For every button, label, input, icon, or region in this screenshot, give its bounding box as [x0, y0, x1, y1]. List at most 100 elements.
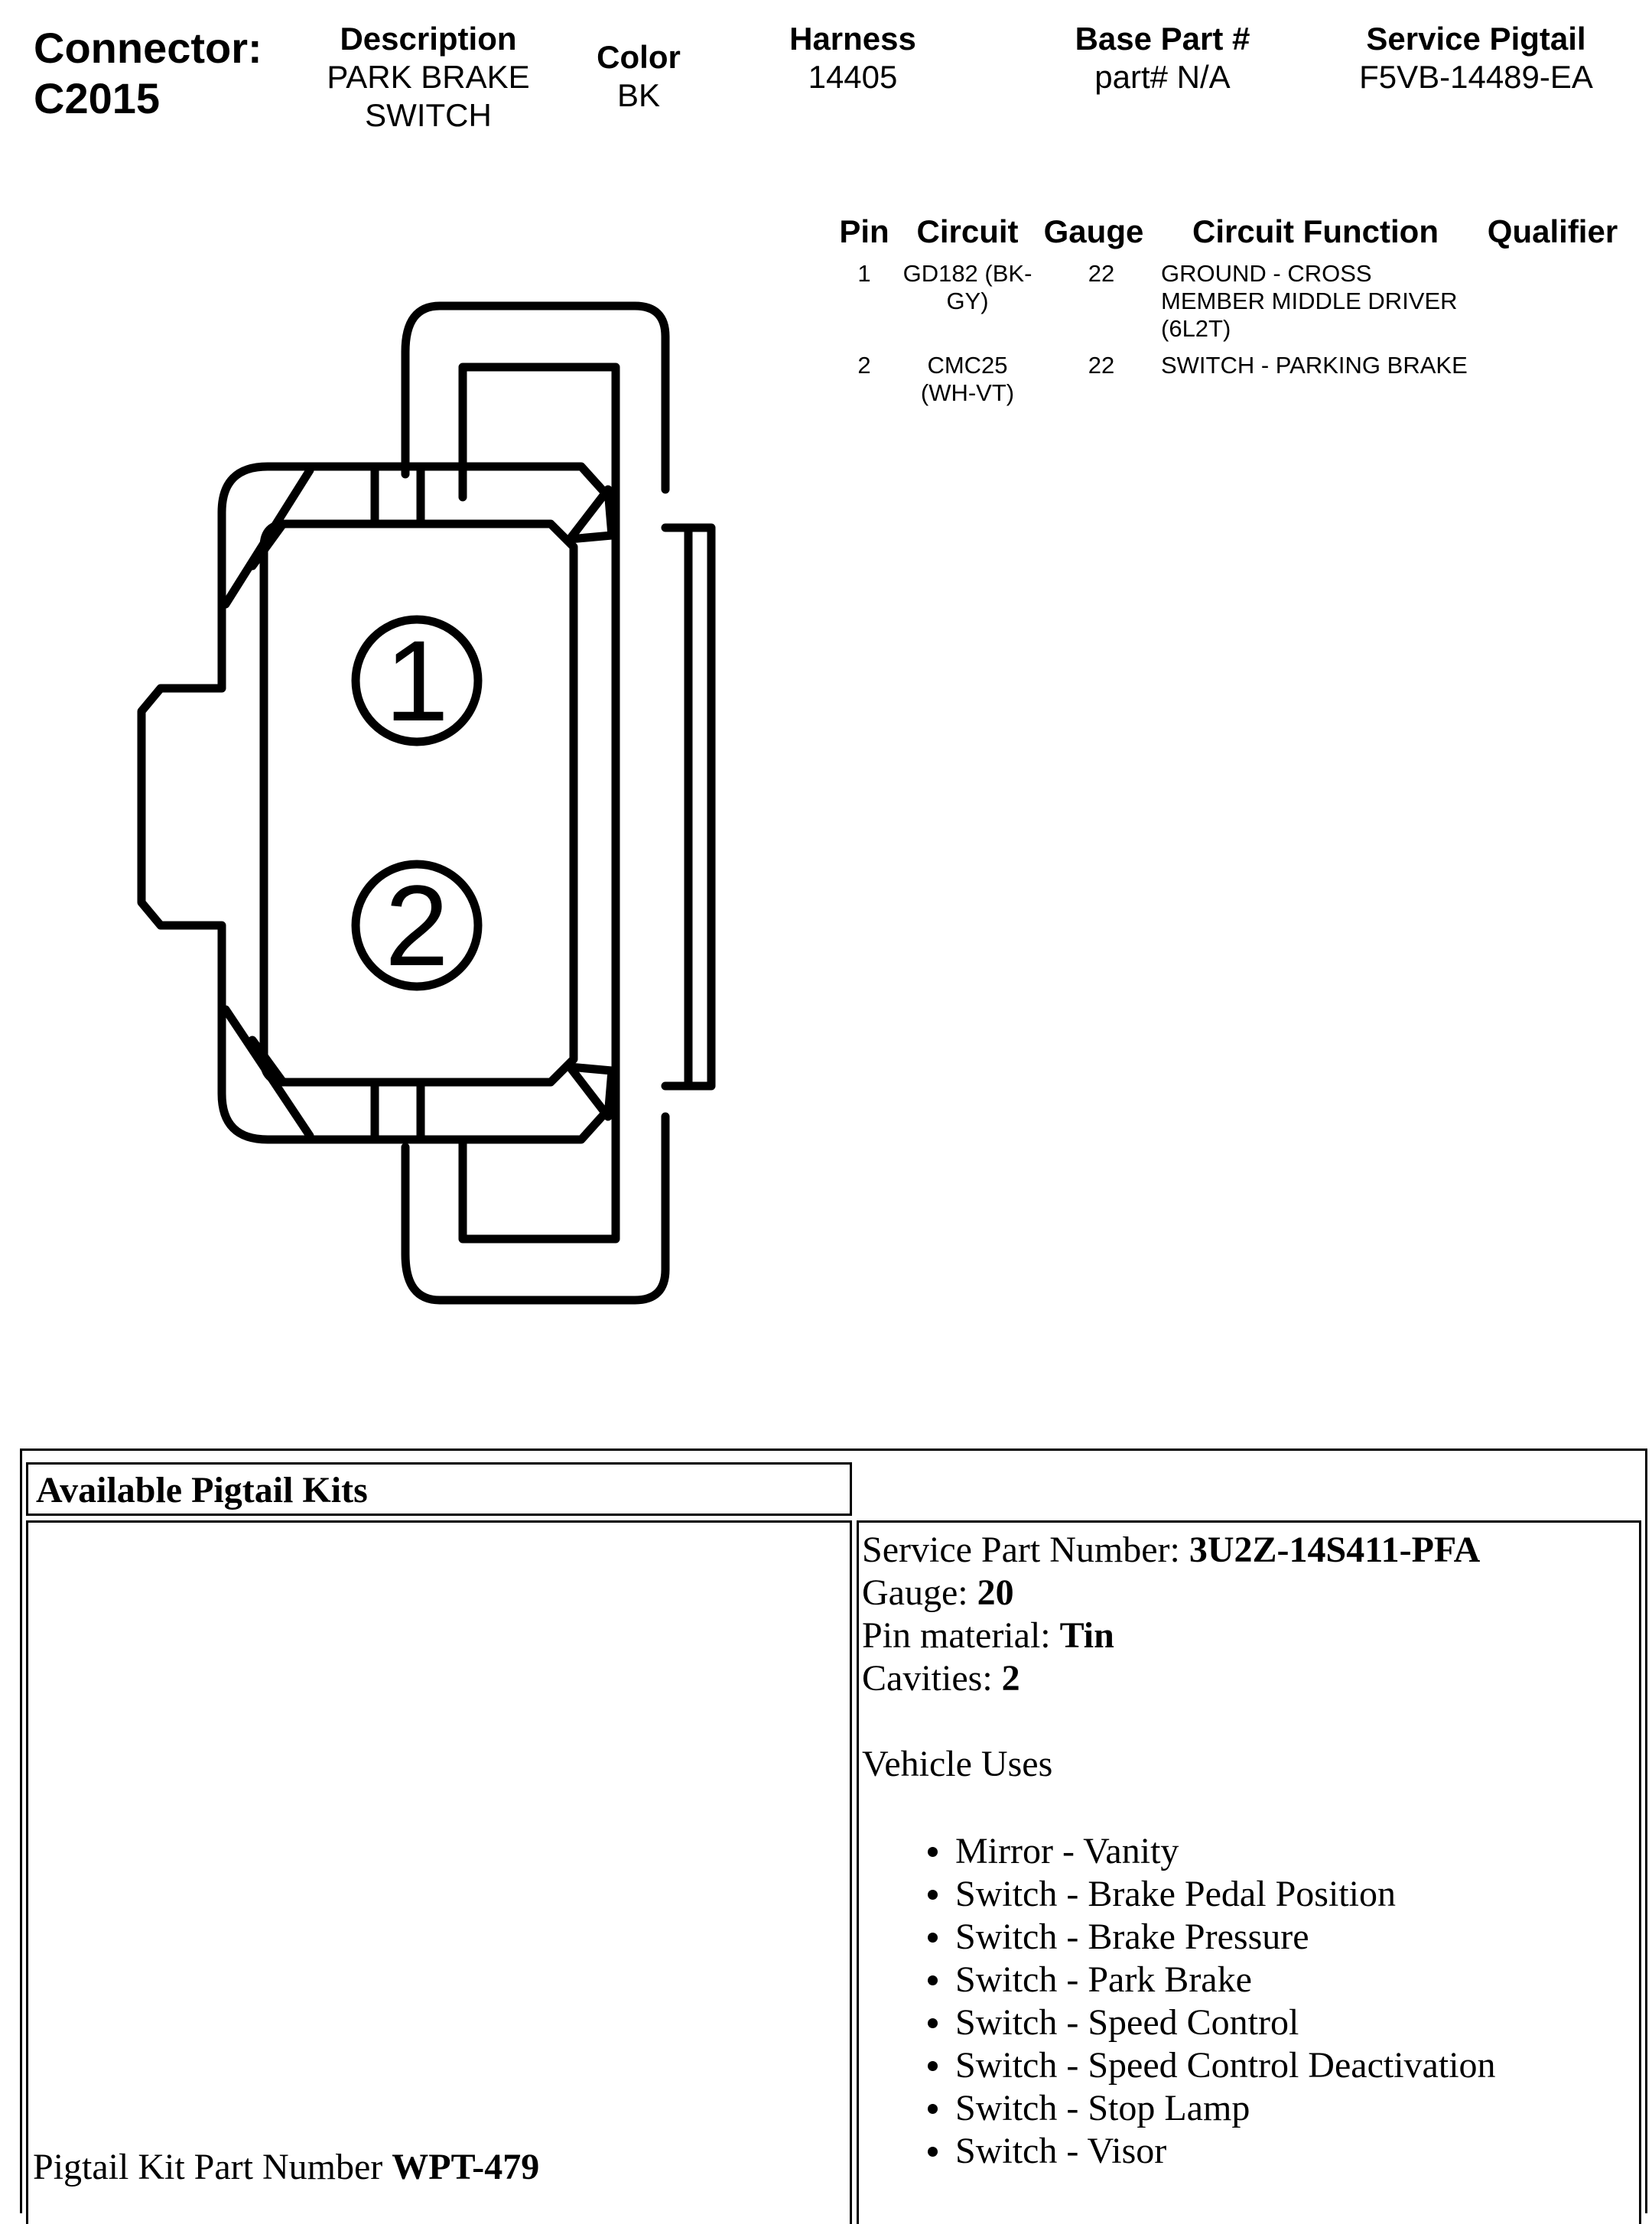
bullet-icon: [928, 2147, 938, 2157]
lower-latch-outline: [401, 1112, 670, 1305]
circuit-function-cell: SWITCH - PARKING BRAKE: [1161, 352, 1528, 379]
service-pigtail-value: F5VB-14489-EA: [1359, 59, 1593, 95]
cavities-value: 2: [1001, 1658, 1020, 1699]
gauge-label: Gauge:: [862, 1572, 977, 1613]
function-line: (6L2T): [1161, 315, 1231, 342]
harness-value: 14405: [808, 59, 898, 95]
pigtail-kits-title: Available Pigtail Kits: [36, 1470, 368, 1510]
gauge-line: Gauge: 20: [862, 1572, 1636, 1614]
circuit-cell: GD182 (BK- GY): [887, 260, 1048, 315]
gauge-header: Gauge: [1043, 213, 1144, 249]
description-column: Description PARK BRAKE SWITCH: [306, 20, 551, 135]
function-line: GROUND - CROSS: [1161, 260, 1372, 287]
cavities-label: Cavities:: [862, 1658, 1002, 1699]
vehicle-use-text: Switch - Brake Pedal Position: [955, 1874, 1396, 1914]
vehicle-use-text: Switch - Speed Control: [955, 2002, 1299, 2043]
color-label: Color: [597, 39, 681, 75]
pin-material-value: Tin: [1059, 1615, 1114, 1656]
right-rib: [661, 523, 716, 1091]
circuit-line: CMC25: [927, 352, 1008, 379]
circuit-line: GY): [946, 288, 989, 314]
service-part-label: Service Part Number:: [862, 1530, 1189, 1570]
circuit-function-cell: GROUND - CROSS MEMBER MIDDLE DRIVER (6L2…: [1161, 260, 1498, 343]
list-item: Mirror - Vanity: [862, 1830, 1636, 1873]
vehicle-uses-label: Vehicle Uses: [862, 1744, 1053, 1784]
circuit-line: GD182 (BK-: [902, 260, 1032, 287]
base-part-value: part# N/A: [1094, 59, 1231, 95]
vehicle-use-text: Switch - Visor: [955, 2131, 1167, 2171]
bullet-icon: [928, 1890, 938, 1900]
list-item: Switch - Brake Pressure: [862, 1916, 1636, 1959]
lower-corner-chamfer: [221, 1005, 314, 1140]
lower-latch-inner: [458, 1081, 620, 1244]
pin-cell: 1: [857, 260, 871, 287]
lower-lock-wedge: [565, 1062, 616, 1121]
gauge-cell: 22: [1088, 260, 1115, 287]
cavity-2-label: 2: [385, 861, 448, 990]
cavity-1-label: 1: [385, 616, 448, 745]
bullet-icon: [928, 1933, 938, 1943]
bullet-icon: [928, 2104, 938, 2114]
pin-material-label: Pin material:: [862, 1615, 1060, 1656]
bullet-icon: [928, 1975, 938, 1985]
harness-label: Harness: [789, 21, 916, 57]
circuit-function-header: Circuit Function: [1192, 213, 1439, 249]
connector-face-diagram: 1 2: [137, 301, 716, 1305]
service-part-value: 3U2Z-14S411-PFA: [1189, 1530, 1481, 1570]
color-column: Color BK: [566, 38, 711, 115]
list-item: Switch - Brake Pedal Position: [862, 1873, 1636, 1916]
connector-body-outline: [137, 462, 620, 1144]
pigtail-kits-section: [20, 1449, 1647, 2213]
list-item: Switch - Visor: [862, 2130, 1636, 2173]
circuit-header: Circuit: [916, 213, 1019, 249]
pigtail-kits-header: Available Pigtail Kits: [26, 1462, 852, 1516]
bullet-icon: [928, 1847, 938, 1857]
circuit-line: (WH-VT): [920, 379, 1015, 406]
function-line: SWITCH - PARKING BRAKE: [1161, 352, 1468, 379]
service-pigtail-column: Service Pigtail F5VB-14489-EA: [1331, 20, 1621, 96]
cavity-2-circle: [351, 860, 483, 991]
vehicle-use-text: Mirror - Vanity: [955, 1831, 1179, 1871]
base-part-column: Base Part # part# N/A: [1040, 20, 1285, 96]
pigtail-kit-detail-cell: Service Part Number: 3U2Z-14S411-PFA Gau…: [857, 1520, 1641, 2224]
pin-header: Pin: [839, 213, 889, 249]
function-line: MEMBER MIDDLE DRIVER: [1161, 288, 1458, 314]
bullet-icon: [928, 2018, 938, 2028]
upper-latch-outline: [401, 301, 670, 494]
pin-cell: 2: [857, 352, 871, 379]
qualifier-header: Qualifier: [1487, 213, 1618, 249]
connector-label: Connector:: [34, 24, 262, 72]
description-label: Description: [340, 21, 517, 57]
upper-latch-inner: [458, 363, 620, 525]
upper-key-slot: [370, 466, 425, 525]
list-item: Switch - Stop Lamp: [862, 2087, 1636, 2130]
harness-column: Harness 14405: [757, 20, 948, 96]
connector-body-inner: [259, 519, 578, 1087]
service-pigtail-label: Service Pigtail: [1366, 21, 1586, 57]
pigtail-kit-left-cell: Pigtail Kit Part Number WPT-479: [26, 1520, 852, 2224]
vehicle-use-text: Switch - Stop Lamp: [955, 2088, 1250, 2128]
base-part-label: Base Part #: [1075, 21, 1250, 57]
description-line-2: SWITCH: [365, 97, 492, 133]
gauge-value: 20: [977, 1572, 1014, 1613]
connector-title: Connector: C2015: [34, 23, 262, 124]
connector-id: C2015: [34, 74, 161, 122]
pigtail-kit-part-label: Pigtail Kit Part Number: [33, 2147, 392, 2187]
vehicle-use-text: Switch - Park Brake: [955, 1959, 1252, 2000]
service-part-number-line: Service Part Number: 3U2Z-14S411-PFA: [862, 1529, 1636, 1572]
vehicle-uses-list: Mirror - Vanity Switch - Brake Pedal Pos…: [862, 1830, 1636, 2173]
lower-key-slot: [370, 1081, 425, 1140]
bullet-icon: [928, 2061, 938, 2071]
circuit-cell: CMC25 (WH-VT): [887, 352, 1048, 407]
description-line-1: PARK BRAKE: [327, 59, 530, 95]
cavities-line: Cavities: 2: [862, 1657, 1636, 1700]
list-item: Switch - Speed Control: [862, 2001, 1636, 2044]
list-item: Switch - Park Brake: [862, 1959, 1636, 2001]
vehicle-use-text: Switch - Speed Control Deactivation: [955, 2045, 1496, 2086]
pigtail-kit-part-number: Pigtail Kit Part Number WPT-479: [33, 2146, 539, 2189]
list-item: Switch - Speed Control Deactivation: [862, 2044, 1636, 2087]
gauge-cell: 22: [1088, 352, 1115, 379]
pin-material-line: Pin material: Tin: [862, 1614, 1636, 1657]
pigtail-kit-part-value: WPT-479: [392, 2147, 540, 2187]
upper-corner-chamfer: [221, 466, 314, 609]
